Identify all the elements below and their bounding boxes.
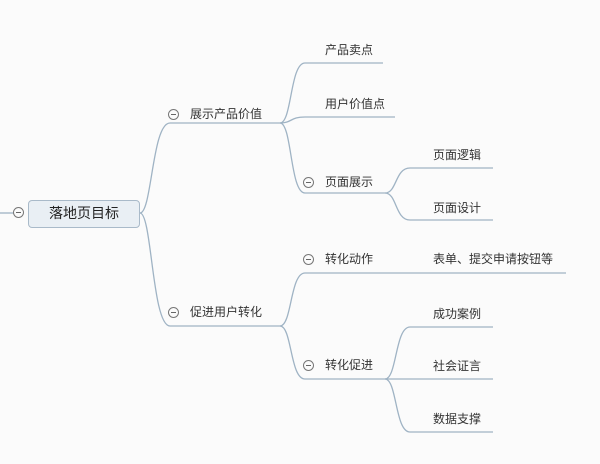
collapse-minus-icon[interactable] xyxy=(303,177,314,188)
root-node[interactable]: 落地页目标 xyxy=(28,200,140,228)
collapse-minus-icon[interactable] xyxy=(168,307,179,318)
subbranch-node-page-display[interactable]: 页面展示 xyxy=(325,175,374,189)
leaf-node[interactable]: 页面设计 xyxy=(433,201,482,215)
branch-node-show-product-value[interactable]: 展示产品价值 xyxy=(190,107,263,121)
collapse-minus-icon[interactable] xyxy=(168,109,179,120)
collapse-minus-icon[interactable] xyxy=(13,207,24,218)
subbranch-node-conversion-action[interactable]: 转化动作 xyxy=(325,252,374,266)
leaf-node[interactable]: 成功案例 xyxy=(433,307,482,321)
leaf-node[interactable]: 表单、提交申请按钮等 xyxy=(433,252,554,266)
subbranch-node-conversion-boost[interactable]: 转化促进 xyxy=(325,358,374,372)
leaf-node[interactable]: 社会证言 xyxy=(433,359,482,373)
collapse-minus-icon[interactable] xyxy=(303,254,314,265)
collapse-minus-icon[interactable] xyxy=(303,360,314,371)
leaf-node[interactable]: 数据支撑 xyxy=(433,412,482,426)
leaf-node[interactable]: 页面逻辑 xyxy=(433,148,482,162)
branch-node-promote-conversion[interactable]: 促进用户转化 xyxy=(190,305,263,319)
leaf-node[interactable]: 产品卖点 xyxy=(325,43,374,57)
leaf-node[interactable]: 用户价值点 xyxy=(325,97,386,111)
